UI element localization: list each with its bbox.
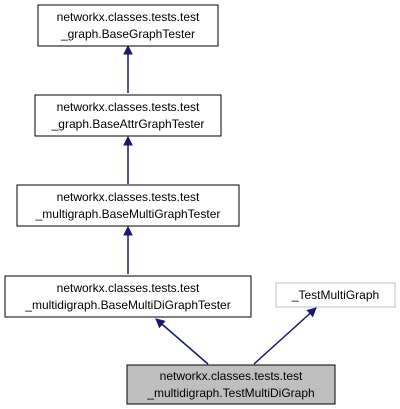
node-test-multi-di-graph-line1: networkx.classes.tests.test [160, 369, 303, 383]
node-base-multi-di-graph-tester-line1: networkx.classes.tests.test [57, 281, 200, 295]
node-base-graph-tester[interactable]: networkx.classes.tests.test _graph.BaseG… [37, 4, 219, 47]
node-base-attr-graph-tester-line1: networkx.classes.tests.test [57, 100, 200, 114]
node-base-attr-graph-tester[interactable]: networkx.classes.tests.test _graph.BaseA… [34, 94, 222, 137]
node-test-multi-graph-label: _TestMultiGraph [291, 288, 379, 302]
node-test-multi-graph[interactable]: _TestMultiGraph [275, 282, 396, 308]
node-base-multi-di-graph-tester-line2: _multidigraph.BaseMultiDiGraphTester [24, 298, 230, 312]
edge-test-multi-di-to-test-multi-graph [253, 308, 316, 365]
edge-test-multi-di-to-base-multi-di [156, 319, 209, 365]
node-base-multi-graph-tester-line2: _multigraph.BaseMultiGraphTester [35, 207, 221, 221]
node-base-graph-tester-line1: networkx.classes.tests.test [57, 10, 200, 24]
edges [128, 46, 316, 365]
node-base-graph-tester-line2: _graph.BaseGraphTester [60, 27, 195, 41]
node-base-multi-graph-tester[interactable]: networkx.classes.tests.test _multigraph.… [16, 184, 240, 227]
node-base-multi-di-graph-tester[interactable]: networkx.classes.tests.test _multidigrap… [4, 275, 252, 318]
node-base-attr-graph-tester-line2: _graph.BaseAttrGraphTester [51, 117, 205, 131]
node-test-multi-di-graph-line2: _multidigraph.TestMultiDiGraph [146, 386, 314, 400]
node-test-multi-di-graph[interactable]: networkx.classes.tests.test _multidigrap… [126, 364, 336, 405]
node-base-multi-graph-tester-line1: networkx.classes.tests.test [57, 190, 200, 204]
